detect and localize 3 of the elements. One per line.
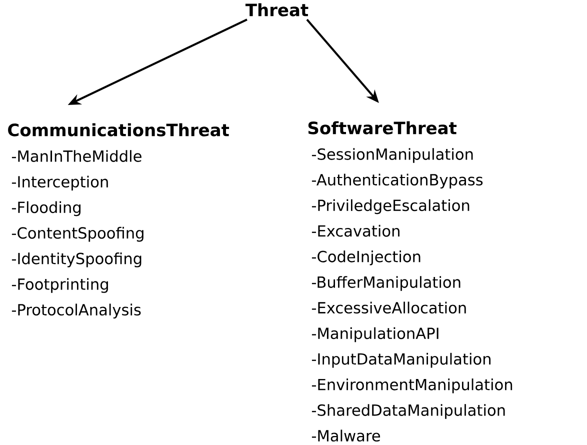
category-list: CommunicationsThreat -ManInTheMiddle -Interception -Flooding -ContentSpoofing -IdentitySpoofing -Footprinting -ProtocolAnalysis: [8, 123, 230, 318]
category-list: SoftwareThreat -SessionManipulation -AuthenticationBypass -PriviledgeEscalation -Excavation -CodeInjection -BufferManipulation -ExcessiveAllocation -ManipulationAPI -InputDataManipulation -EnvironmentManipulation -SharedDataManipulation -Malware: [308, 121, 512, 442]
title-text: Threat: [245, 3, 308, 16]
